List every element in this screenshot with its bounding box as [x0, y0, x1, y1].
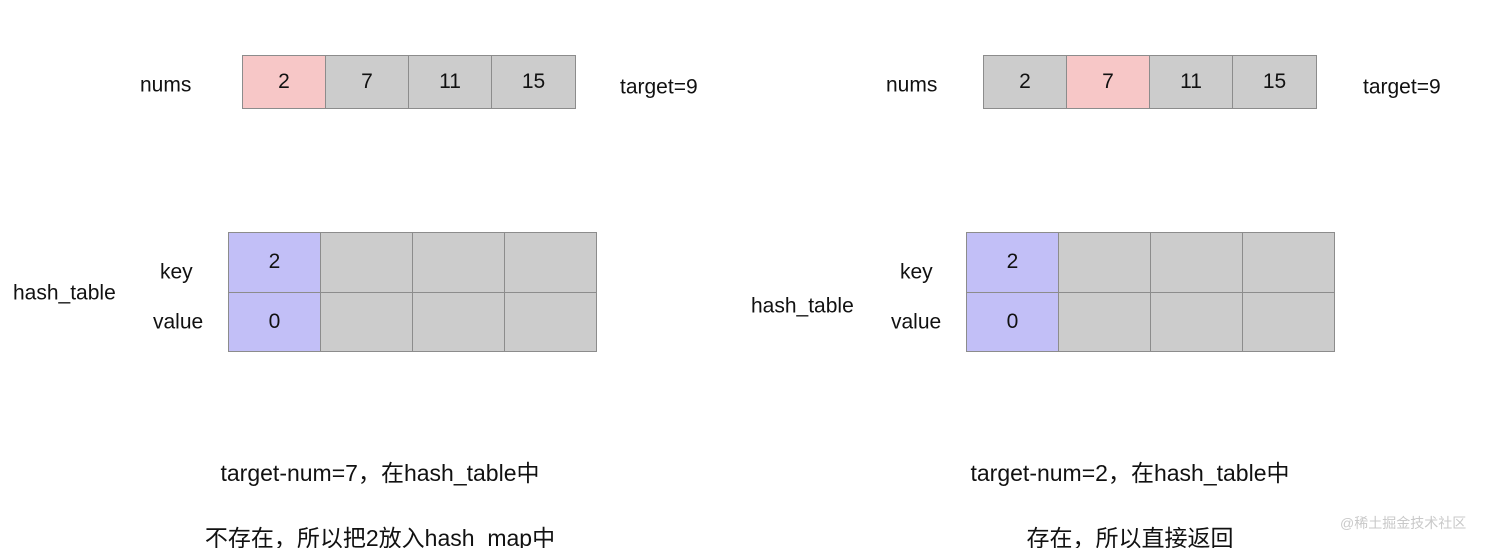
- nums-cell: 15: [492, 56, 575, 108]
- nums-cell: 2: [984, 56, 1067, 108]
- hash-key-cell: [1243, 233, 1334, 292]
- caption-right: target-num=2，在hash_table中 存在，所以直接返回: [870, 424, 1390, 548]
- hash-value-cell: [1151, 292, 1243, 351]
- hash-key-cell: 2: [229, 233, 321, 292]
- caption-left: target-num=7，在hash_table中 不存在，所以把2放入hash…: [120, 424, 640, 548]
- nums-cell: 2: [243, 56, 326, 108]
- watermark: @稀土掘金技术社区: [1340, 515, 1467, 531]
- hash-table-grid-left: 2 0: [228, 232, 597, 352]
- hash-row-label-value-right: value: [891, 310, 942, 334]
- caption-line-1: target-num=7，在hash_table中: [220, 459, 540, 486]
- nums-array-left: 2 7 11 15: [242, 55, 576, 109]
- hash-table-row-value: 0: [967, 292, 1334, 351]
- hash-key-cell: [321, 233, 413, 292]
- hash-table-grid-right: 2 0: [966, 232, 1335, 352]
- nums-cell: 15: [1233, 56, 1316, 108]
- hash-table-row-key: 2: [229, 233, 596, 293]
- hash-row-label-value-left: value: [153, 310, 204, 334]
- hash-key-cell: [1151, 233, 1243, 292]
- hash-table-label-right: hash_table: [751, 294, 854, 318]
- hash-row-label-key-left: key: [160, 260, 193, 284]
- caption-line-2: 不存在，所以把2放入hash_map中: [204, 524, 556, 548]
- nums-cell: 11: [1150, 56, 1233, 108]
- target-label-left: target=9: [620, 75, 698, 99]
- nums-cell: 7: [326, 56, 409, 108]
- hash-value-cell: 0: [229, 292, 321, 351]
- hash-value-cell: [1059, 292, 1151, 351]
- hash-table-row-key: 2: [967, 233, 1334, 293]
- hash-table-row-value: 0: [229, 292, 596, 351]
- hash-value-cell: 0: [967, 292, 1059, 351]
- hash-value-cell: [321, 292, 413, 351]
- nums-label-right: nums: [886, 73, 938, 97]
- hash-table-label-left: hash_table: [13, 281, 116, 305]
- hash-key-cell: [505, 233, 596, 292]
- target-label-right: target=9: [1363, 75, 1441, 99]
- hash-value-cell: [1243, 292, 1334, 351]
- nums-cell: 7: [1067, 56, 1150, 108]
- hash-key-cell: [413, 233, 505, 292]
- hash-key-cell: [1059, 233, 1151, 292]
- nums-array-right: 2 7 11 15: [983, 55, 1317, 109]
- nums-cell: 11: [409, 56, 492, 108]
- hash-row-label-key-right: key: [900, 260, 933, 284]
- nums-label-left: nums: [140, 73, 192, 97]
- hash-key-cell: 2: [967, 233, 1059, 292]
- caption-line-1: target-num=2，在hash_table中: [970, 459, 1290, 486]
- caption-line-2: 存在，所以直接返回: [1026, 524, 1234, 548]
- hash-value-cell: [505, 292, 596, 351]
- hash-value-cell: [413, 292, 505, 351]
